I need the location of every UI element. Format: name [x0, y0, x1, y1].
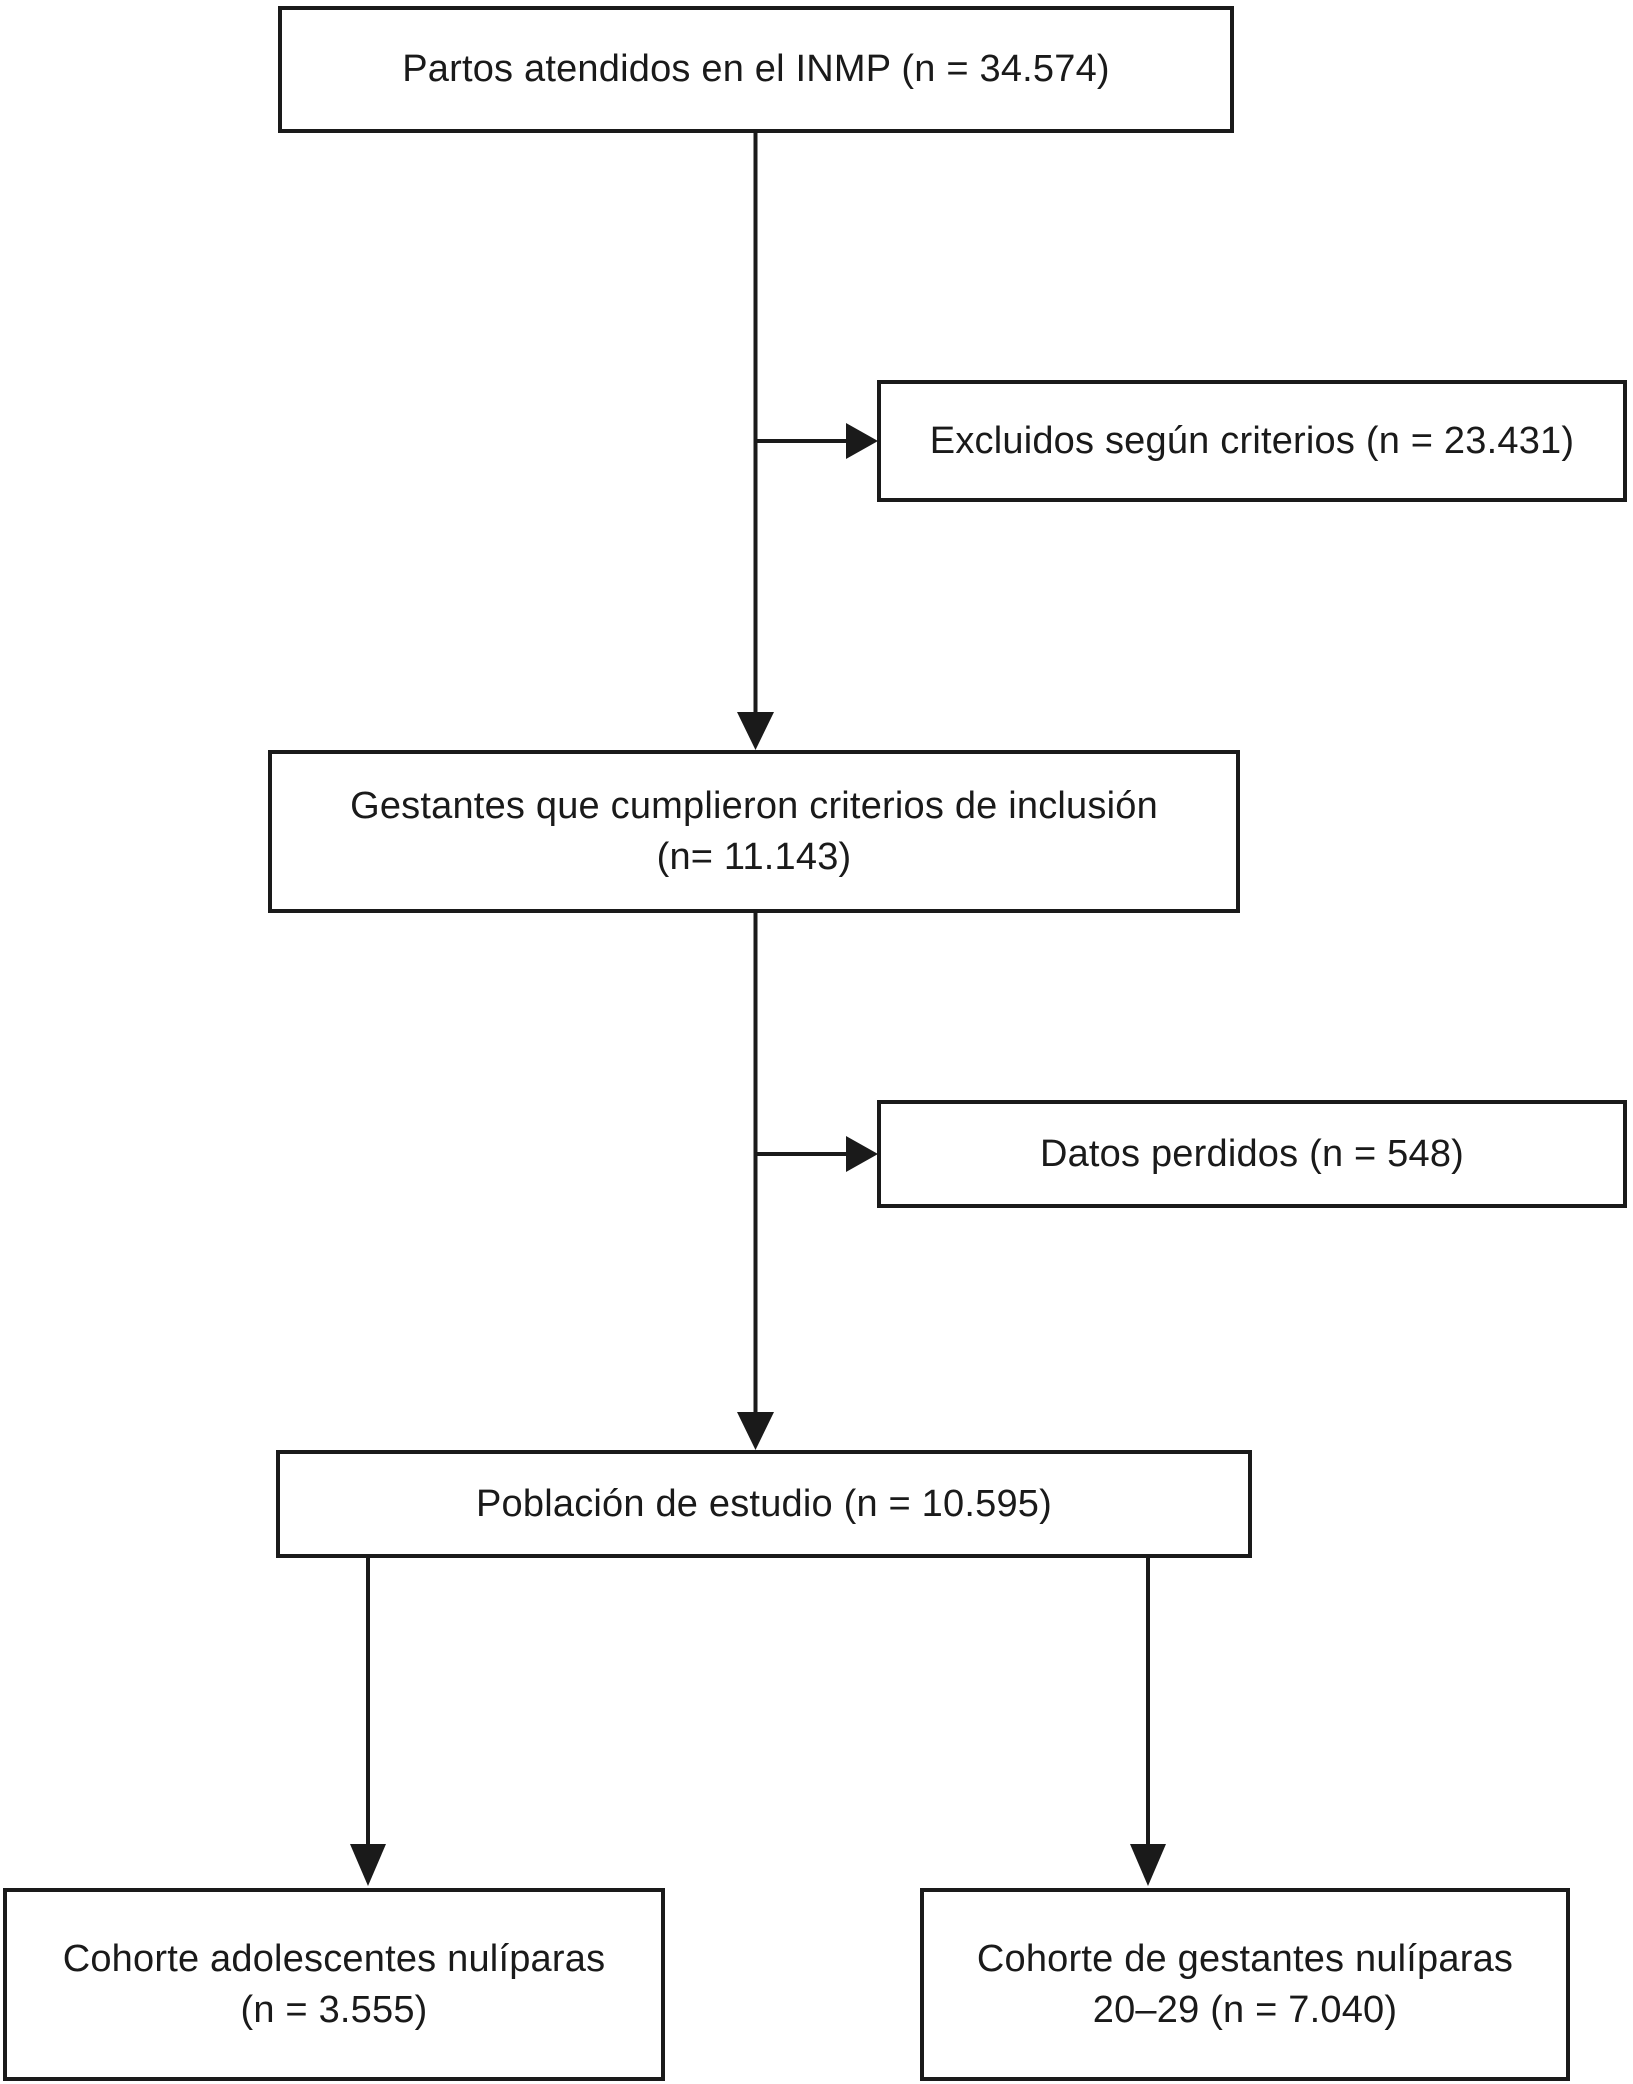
- arrow-right-icon: [846, 1136, 878, 1172]
- box-poblacion-estudio: Población de estudio (n = 10.595): [276, 1450, 1252, 1558]
- box-inclusion-label-line1: Gestantes que cumplieron criterios de in…: [350, 785, 1158, 828]
- box-partos-atendidos: Partos atendidos en el INMP (n = 34.574): [278, 6, 1234, 133]
- box-adolescentes-label-line1: Cohorte adolescentes nulíparas: [62, 1938, 606, 1981]
- box-datos-perdidos: Datos perdidos (n = 548): [877, 1100, 1627, 1208]
- box-veinte-label-line2: 20–29 (n = 7.040): [1092, 1988, 1398, 2031]
- box-veinte-label-line1: Cohorte de gestantes nulíparas: [976, 1938, 1514, 1981]
- box-perdidos-label: Datos perdidos (n = 548): [1039, 1132, 1465, 1175]
- arrow-right-icon: [846, 423, 878, 459]
- box-cohorte-adolescentes: Cohorte adolescentes nulíparas (n = 3.55…: [3, 1888, 665, 2081]
- box-cohorte-20-29: Cohorte de gestantes nulíparas 20–29 (n …: [920, 1888, 1570, 2081]
- arrow-down-icon: [1130, 1844, 1166, 1886]
- box-excluidos-criterios: Excluidos según criterios (n = 23.431): [877, 380, 1627, 502]
- box-inclusion-label-line2: (n= 11.143): [656, 835, 852, 878]
- arrow-down-icon: [737, 712, 774, 750]
- arrow-down-icon: [350, 1844, 386, 1886]
- arrow-down-icon: [737, 1412, 774, 1450]
- box-criterios-inclusion: Gestantes que cumplieron criterios de in…: [268, 750, 1240, 913]
- box-poblacion-label: Población de estudio (n = 10.595): [476, 1482, 1052, 1525]
- box-excluidos-label: Excluidos según criterios (n = 23.431): [929, 419, 1575, 462]
- box-adolescentes-label-line2: (n = 3.555): [240, 1988, 428, 2031]
- box-partos-label: Partos atendidos en el INMP (n = 34.574): [402, 48, 1110, 91]
